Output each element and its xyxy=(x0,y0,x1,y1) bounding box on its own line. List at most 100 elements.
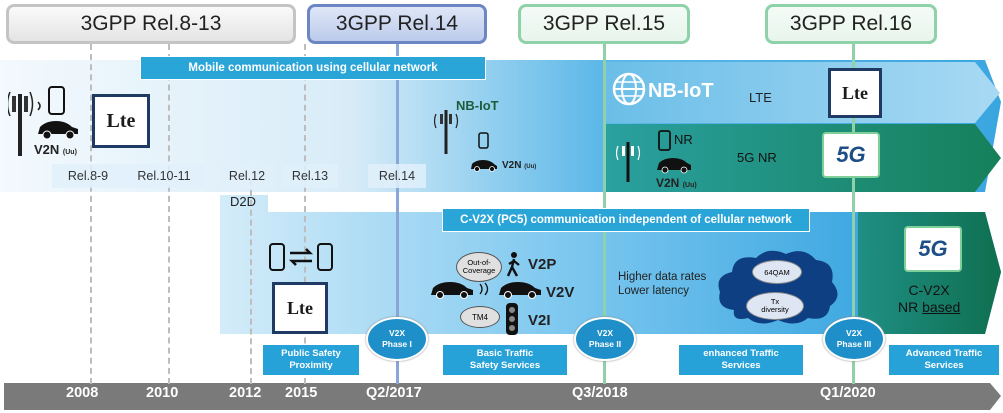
pedestrian-icon xyxy=(506,252,520,277)
signal-icon xyxy=(479,282,489,296)
timeline-guide xyxy=(396,44,399,384)
phase-line1: V2X xyxy=(845,328,863,338)
fiveg-logo: 5G xyxy=(822,132,880,178)
sub-release-label: Rel.12 xyxy=(220,164,274,188)
sub-release-label: Rel.8-9 xyxy=(52,164,124,188)
timeline-guide xyxy=(852,44,855,384)
cv2x-line1: C-V2X xyxy=(908,282,950,298)
service-public-safety: Public Safety Proximity xyxy=(262,344,360,376)
release-label: 3GPP Rel.16 xyxy=(789,12,913,35)
service-line1: Basic Traffic xyxy=(476,348,534,359)
globe-icon xyxy=(612,72,646,106)
lte-row-label: LTE xyxy=(749,90,772,105)
timeline-guide xyxy=(250,180,252,384)
car-icon xyxy=(38,121,78,140)
phase-line1: V2X xyxy=(596,328,614,338)
year-label: Q1/2020 xyxy=(820,385,876,401)
cv2x-nr-text: NR xyxy=(898,299,923,315)
release-label: 3GPP Rel.14 xyxy=(335,12,459,35)
phone-icon xyxy=(478,132,489,149)
nbiot-rel15-label: NB-IoT xyxy=(648,80,714,102)
out-of-coverage-text: Out-of-Coverage xyxy=(462,258,496,275)
service-line1: Advanced Traffic xyxy=(905,348,983,359)
timeline-guide xyxy=(90,44,92,384)
release-label: 3GPP Rel.15 xyxy=(542,12,666,35)
service-line2: Safety Services xyxy=(469,360,541,371)
nr-row-label: 5G NR xyxy=(737,150,777,165)
sub-release-label: Rel.14 xyxy=(368,164,426,188)
nr-label: NR xyxy=(674,132,693,147)
car-icon xyxy=(657,158,691,174)
cellular-banner-text: Mobile communication using cellular netw… xyxy=(188,62,438,74)
nbiot-label: NB-IoT xyxy=(456,98,499,113)
cell-tower-icon xyxy=(8,91,41,156)
cellular-banner: Mobile communication using cellular netw… xyxy=(140,56,486,80)
phase-badge-3: V2X Phase III xyxy=(823,317,885,361)
year-label: Q2/2017 xyxy=(366,385,422,401)
release-box-rel15: 3GPP Rel.15 xyxy=(518,4,690,44)
car-icon xyxy=(431,282,473,299)
tm4-text: TM4 xyxy=(472,312,488,322)
v2n-text: V2N xyxy=(34,142,60,157)
v2p-label: V2P xyxy=(528,256,557,273)
timeline-guide xyxy=(304,44,306,384)
year-label: 2015 xyxy=(285,385,318,401)
cv2x-based-text: based xyxy=(922,299,961,315)
release-box-rel16: 3GPP Rel.16 xyxy=(765,4,937,44)
out-of-coverage-badge: Out-of-Coverage xyxy=(456,252,502,282)
v2i-label: V2I xyxy=(528,312,551,329)
service-line2: Services xyxy=(721,360,761,371)
cell-tower-icon xyxy=(434,110,459,154)
lte-logo-rel16: Lte xyxy=(828,68,882,118)
phase-line2: Phase III xyxy=(836,339,872,349)
timeline-guide xyxy=(168,44,170,384)
qam-text: 64QAM xyxy=(764,267,790,277)
service-advanced-traffic: Advanced Traffic Services xyxy=(888,344,1000,376)
v2n-text: V2N xyxy=(656,176,680,190)
fiveg-logo-cv2x: 5G xyxy=(904,226,962,272)
phase-line2: Phase II xyxy=(588,339,622,349)
v2n-label: V2N (Uu) xyxy=(34,142,77,157)
service-line1: enhanced Traffic xyxy=(703,348,779,359)
sub-release-label: Rel.10-11 xyxy=(124,164,204,188)
higher-data-rates: Higher data rates Lower latency xyxy=(618,270,706,298)
cell-tower-icon xyxy=(616,142,641,182)
service-enhanced-traffic: enhanced Traffic Services xyxy=(678,344,804,376)
lte-logo-text: Lte xyxy=(842,82,868,103)
service-line1: Public Safety xyxy=(281,348,341,359)
sub-release-label: Rel.13 xyxy=(282,164,338,188)
qam-badge: 64QAM xyxy=(752,260,802,284)
tm4-badge: TM4 xyxy=(460,306,500,328)
v2v-label: V2V xyxy=(546,284,575,301)
fiveg-text: 5G xyxy=(918,236,948,261)
service-line2: Services xyxy=(924,360,964,371)
cv2x-line2: NR based xyxy=(898,299,960,316)
v2n-label-nr: V2N (Uu) xyxy=(656,176,697,190)
phase-badge-2: V2X Phase II xyxy=(574,317,636,361)
cv2x-nr-label: C-V2X NR based xyxy=(898,282,960,316)
phone-exchange-icon xyxy=(269,243,333,271)
lte-logo: Lte xyxy=(92,94,150,148)
lte-advanced-logo: Lte xyxy=(272,282,328,334)
release-box-rel14: 3GPP Rel.14 xyxy=(307,4,487,44)
lower-latency-line: Lower latency xyxy=(618,285,689,297)
pc5-banner: C-V2X (PC5) communication independent of… xyxy=(442,208,810,232)
service-line2: Proximity xyxy=(289,360,333,371)
traffic-light-icon xyxy=(506,303,518,335)
v2n-sub: (Uu) xyxy=(62,149,77,156)
tx-text: Tx xyxy=(770,297,780,306)
phase-badge-1: V2X Phase I xyxy=(366,317,428,361)
phase-line2: Phase I xyxy=(382,339,412,349)
year-label: 2008 xyxy=(66,385,99,401)
service-basic-traffic: Basic Traffic Safety Services xyxy=(442,344,568,376)
phone-icon xyxy=(658,130,671,151)
year-label: Q3/2018 xyxy=(572,385,628,401)
v2n-text: V2N xyxy=(502,160,522,171)
d2d-label: D2D xyxy=(230,194,257,209)
diversity-text: diversity xyxy=(761,305,789,314)
phone-icon xyxy=(48,86,65,115)
year-label: 2010 xyxy=(146,385,179,401)
phase-line1: V2X xyxy=(388,328,406,338)
higher-rates-line: Higher data rates xyxy=(618,271,707,283)
v2n-label-small: V2N (Uu) xyxy=(502,160,536,171)
